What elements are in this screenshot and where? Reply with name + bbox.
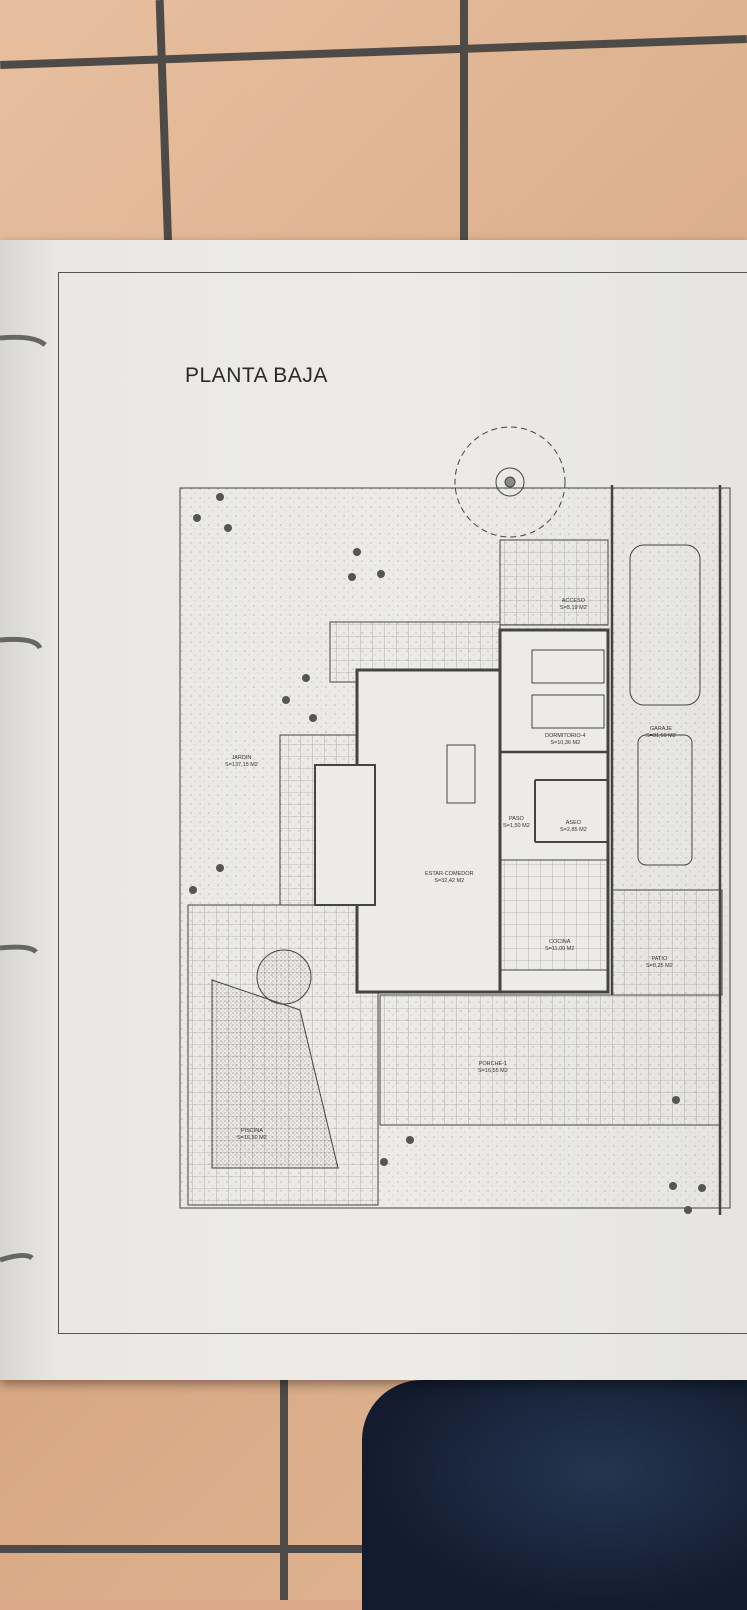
blue-fabric <box>362 1380 747 1610</box>
shrubs <box>189 493 706 1214</box>
page-border <box>58 272 747 1334</box>
plan-title: PLANTA BAJA <box>185 364 328 387</box>
grout-line <box>460 0 468 250</box>
binder-rings <box>0 334 47 1263</box>
grout-line <box>280 1370 288 1600</box>
grout-line <box>0 1545 380 1553</box>
